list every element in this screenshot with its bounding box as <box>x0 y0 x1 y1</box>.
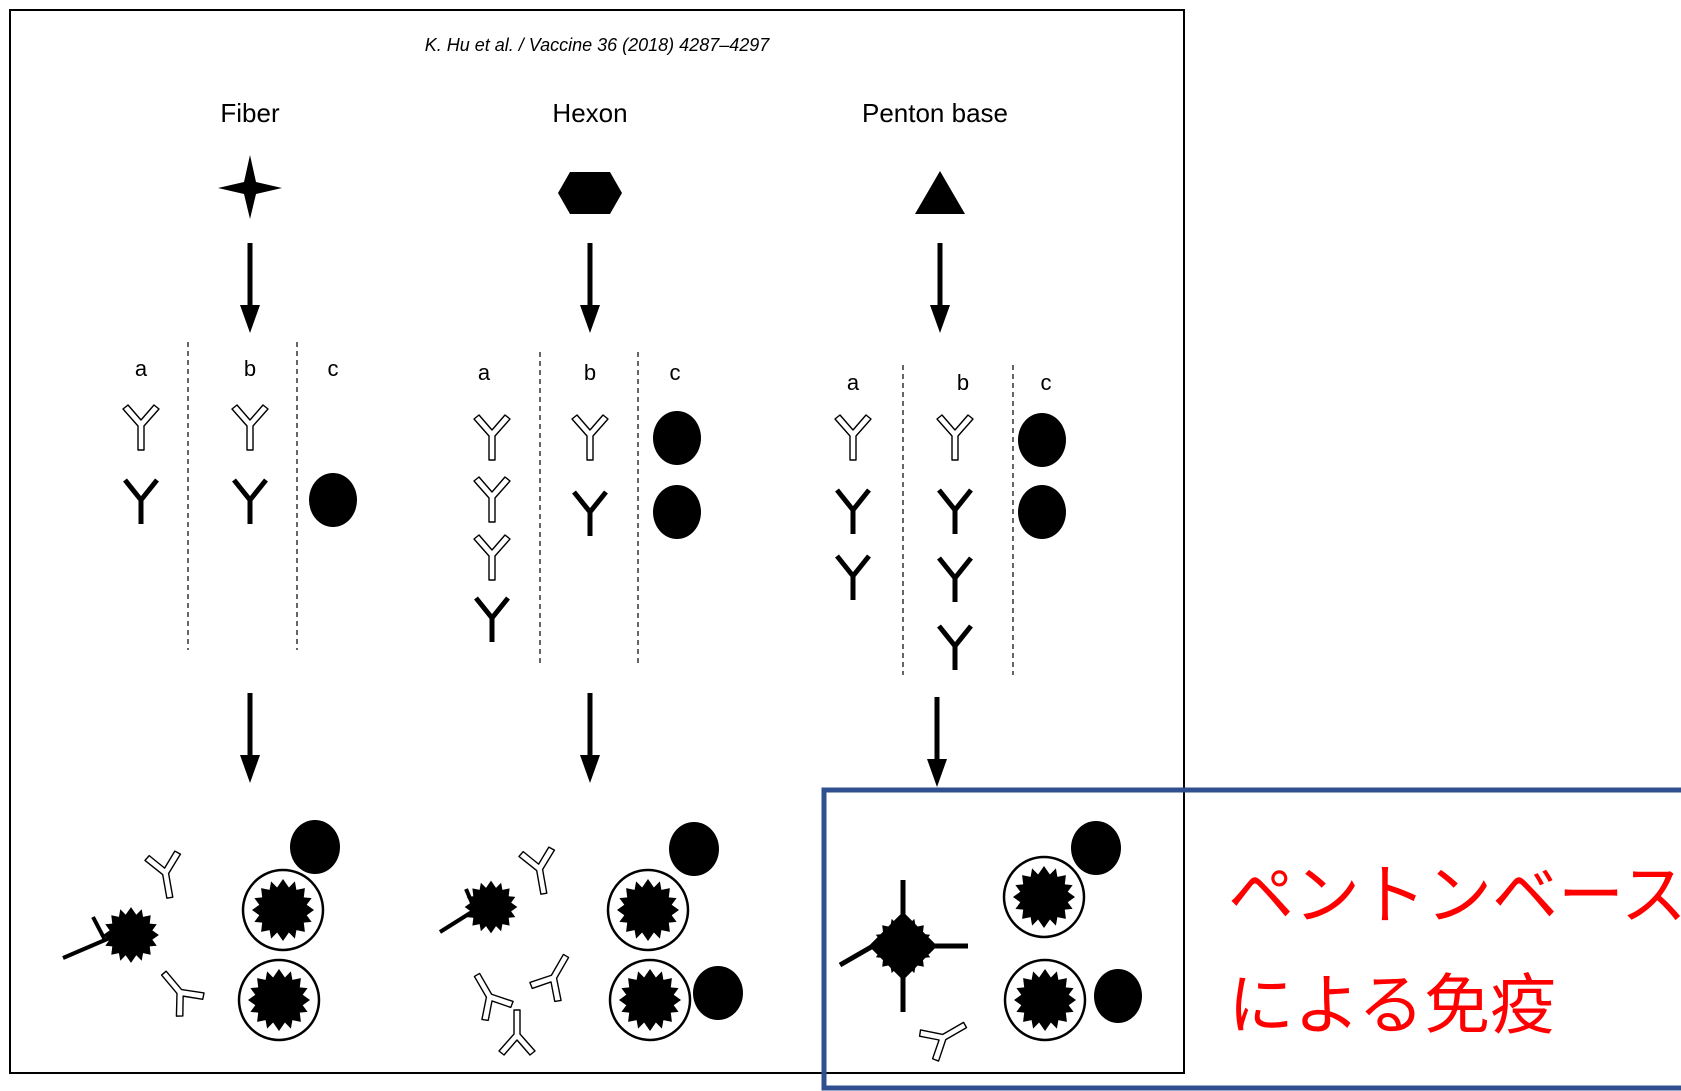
antibody-solid-icon <box>125 480 157 524</box>
antibody-open-icon <box>473 476 511 523</box>
highlight-box <box>821 787 1681 1091</box>
virion-with-antibodies <box>438 845 583 1056</box>
column-label-b: b <box>244 356 256 381</box>
antibody-open-icon <box>571 414 609 461</box>
hexagon-icon <box>558 172 622 214</box>
antibody-solid-icon <box>939 558 971 602</box>
citation: K. Hu et al. / Vaccine 36 (2018) 4287–42… <box>425 35 771 55</box>
antibody-solid-icon <box>939 626 971 670</box>
cell-icon <box>653 485 701 539</box>
cell-icon <box>1018 413 1066 467</box>
panel-penton-base: Penton base a b c <box>834 98 1142 1064</box>
column-label-c: c <box>328 356 339 381</box>
annotation-line-2: による免疫 <box>1228 967 1556 1044</box>
panel-fiber: Fiber a b c <box>62 98 357 1040</box>
panel-title-penton-base: Penton base <box>862 98 1008 128</box>
column-label-b: b <box>957 370 969 395</box>
antibody-solid-icon <box>837 556 869 600</box>
column-label-b: b <box>584 360 596 385</box>
antibody-open-icon <box>231 404 269 451</box>
cell-with-phagocyte <box>610 960 743 1040</box>
cell-icon <box>309 473 357 527</box>
arrow-down-icon <box>930 243 950 333</box>
infected-cell-icon <box>239 960 319 1040</box>
arrow-down-icon <box>240 243 260 333</box>
arrow-down-icon <box>580 243 600 333</box>
antibody-solid-icon <box>939 490 971 534</box>
antibody-solid-icon <box>476 598 508 642</box>
arrow-down-icon <box>927 697 947 787</box>
antibody-open-icon <box>122 404 160 451</box>
antibody-open-icon <box>834 414 872 461</box>
triangle-icon <box>915 171 965 214</box>
column-label-a: a <box>478 360 491 385</box>
annotation-line-1: ペントンベース <box>1228 857 1681 934</box>
cell-with-phagocyte <box>608 822 719 950</box>
arrow-down-icon <box>240 693 260 783</box>
antibody-open-icon <box>473 414 511 461</box>
antibody-solid-icon <box>574 492 606 536</box>
arrow-down-icon <box>580 693 600 783</box>
antibody-open-icon <box>936 414 974 461</box>
figure-frame <box>9 9 1185 1074</box>
column-label-c: c <box>1041 370 1052 395</box>
antibody-solid-icon <box>837 490 869 534</box>
antibody-solid-icon <box>234 480 266 524</box>
cell-icon <box>653 411 701 465</box>
panel-title-hexon: Hexon <box>552 98 627 128</box>
cell-with-phagocyte <box>1005 960 1142 1040</box>
antibody-open-icon <box>473 534 511 581</box>
virion-with-antibodies <box>838 880 975 1064</box>
column-label-a: a <box>135 356 148 381</box>
panel-hexon: Hexon a b c <box>438 98 743 1056</box>
column-label-c: c <box>670 360 681 385</box>
column-label-a: a <box>847 370 860 395</box>
cell-icon <box>1018 485 1066 539</box>
cell-with-phagocyte <box>243 820 340 950</box>
panel-title-fiber: Fiber <box>220 98 280 128</box>
virion-with-antibodies <box>62 849 208 1020</box>
cell-with-phagocyte <box>1004 821 1121 937</box>
four-point-star-icon <box>218 155 282 219</box>
